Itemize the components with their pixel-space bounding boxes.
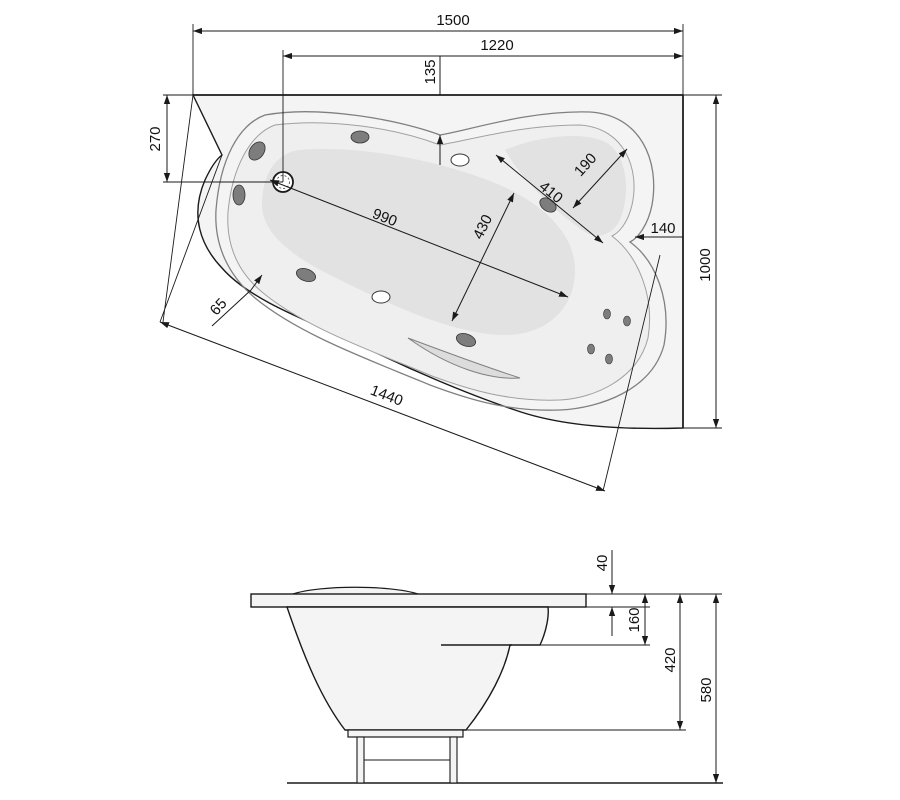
tub-body [286,606,549,731]
extension-lines-side [466,593,722,731]
extension-lines-top [159,24,722,492]
jet-nozzle [587,343,595,355]
jet-nozzle [623,315,631,327]
label-overall-length: 1500 [436,12,469,29]
bowl-lip-outer [215,111,667,411]
label-inner-depth: 420 [662,647,679,672]
dim-line-left-rim [211,289,252,327]
dim-line-seat-width [572,148,628,209]
support-leg [356,736,365,784]
label-drain-to-right: 1220 [480,37,513,54]
label-rim-thickness: 40 [594,555,611,572]
top-view: 1500 1220 135 270 1000 990 430 410 190 1… [147,12,722,492]
label-left-rim: 65 [207,295,231,319]
label-drain-offset: 270 [147,126,164,151]
headrest-pillow [371,290,391,304]
label-overall-width: 1000 [697,248,714,281]
dim-line-outer-diagonal [159,321,606,492]
label-right-rim: 140 [650,220,675,237]
label-outer-diagonal: 1440 [368,382,405,410]
jet-nozzle [605,353,613,365]
support-leg [449,736,458,784]
headrest-bump [292,586,419,595]
base-plate [347,729,464,738]
jet-nozzle [350,130,370,144]
label-seat-height: 160 [626,607,643,632]
label-total-height: 580 [698,677,715,702]
dim-line-seat-length [495,154,604,244]
jet-nozzle [603,308,611,320]
headrest-pillow [450,153,470,167]
side-view: 40 160 420 580 [250,550,723,784]
jet-nozzle [248,141,266,161]
jet-nozzle [232,184,246,206]
rim-slab [250,593,587,608]
label-upper-rim-depth: 135 [422,59,439,84]
dim-line-diagonal-length [269,179,569,298]
dim-arrow-left-rim [250,274,263,291]
